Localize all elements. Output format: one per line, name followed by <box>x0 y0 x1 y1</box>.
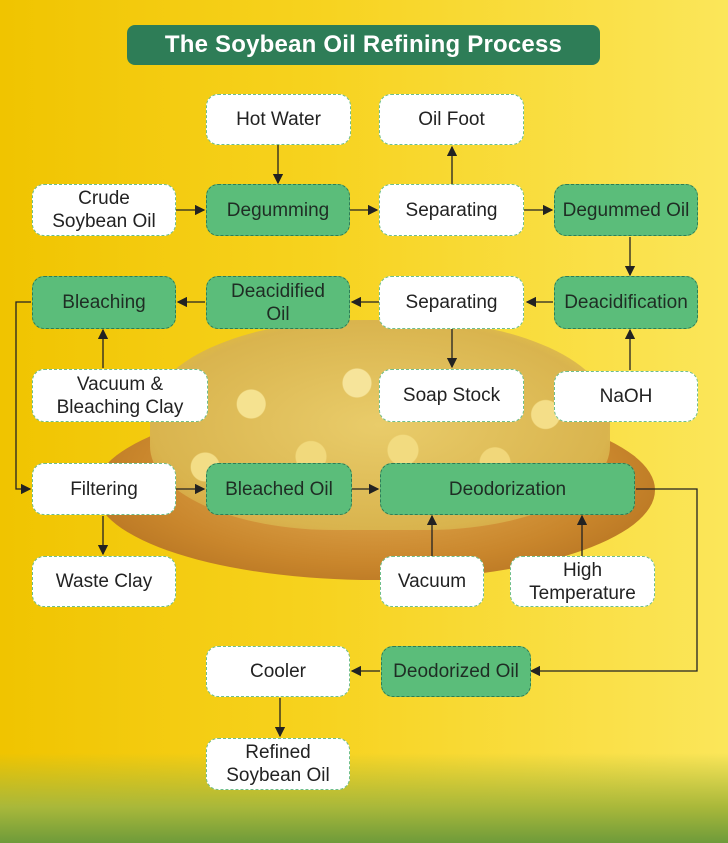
node-degumming: Degumming <box>206 184 350 236</box>
node-cooler: Cooler <box>206 646 350 697</box>
node-naoh: NaOH <box>554 371 698 422</box>
node-crude-soybean-oil: Crude Soybean Oil <box>32 184 176 236</box>
node-refined-soybean-oil: Refined Soybean Oil <box>206 738 350 790</box>
node-bleaching: Bleaching <box>32 276 176 329</box>
node-filtering: Filtering <box>32 463 176 515</box>
node-deacidified-oil: Deacidified Oil <box>206 276 350 329</box>
node-separating-1: Separating <box>379 184 524 236</box>
arrow-deodorization-to-deodorized <box>529 488 698 677</box>
node-high-temperature: High Temperature <box>510 556 655 607</box>
page-title: The Soybean Oil Refining Process <box>127 25 600 65</box>
node-hot-water: Hot Water <box>206 94 351 145</box>
node-waste-clay: Waste Clay <box>32 556 176 607</box>
node-separating-2: Separating <box>379 276 524 329</box>
node-soap-stock: Soap Stock <box>379 369 524 422</box>
node-deodorization: Deodorization <box>380 463 635 515</box>
node-degummed-oil: Degummed Oil <box>554 184 698 236</box>
arrow-bleaching-to-filtering <box>15 301 32 495</box>
background-fade <box>0 753 728 843</box>
node-deacidification: Deacidification <box>554 276 698 329</box>
node-bleached-oil: Bleached Oil <box>206 463 352 515</box>
node-vacuum-bleaching-clay: Vacuum & Bleaching Clay <box>32 369 208 422</box>
node-vacuum: Vacuum <box>380 556 484 607</box>
node-deodorized-oil: Deodorized Oil <box>381 646 531 697</box>
node-oil-foot: Oil Foot <box>379 94 524 145</box>
